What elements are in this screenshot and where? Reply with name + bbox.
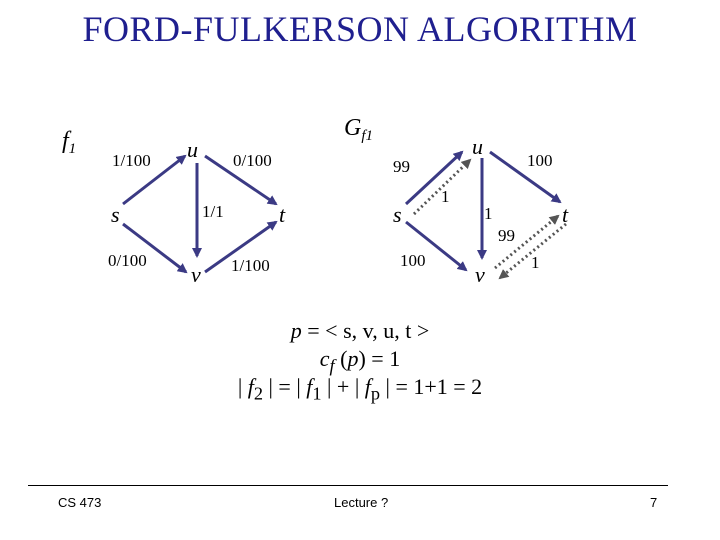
right-edge-u-t <box>489 150 562 204</box>
right-label-t-v: 1 <box>531 253 540 272</box>
left-node-t: t <box>279 202 286 227</box>
right-label-s-u: 99 <box>393 157 410 176</box>
right-label-v-t: 99 <box>498 226 515 245</box>
footer-page-number: 7 <box>650 495 658 510</box>
left-node-u: u <box>187 137 198 162</box>
right-edge-t-v-residual <box>498 222 567 280</box>
flow-value-formula: | f2 | = | f1 | + | fp | = 1+1 = 2 <box>237 374 483 404</box>
left-label-s-v: 0/100 <box>108 251 147 270</box>
left-node-s: s <box>111 202 120 227</box>
right-edge-s-u <box>404 150 464 206</box>
right-node-s: s <box>393 202 402 227</box>
footer-course: CS 473 <box>58 495 102 510</box>
capacity-formula: cf (p) = 1 <box>319 346 401 376</box>
left-graph-label: f1 <box>62 128 76 157</box>
right-label-u-v: 1 <box>484 204 493 223</box>
right-edge-s-v <box>405 220 468 272</box>
right-graph-label: Gf1 <box>344 115 373 144</box>
footer-divider <box>28 485 668 486</box>
left-label-s-u: 1/100 <box>112 151 151 170</box>
slide-title: FORD-FULKERSON ALGORITHM <box>82 9 638 49</box>
right-label-u-s: 1 <box>441 187 450 206</box>
left-edge-u-t <box>204 154 278 206</box>
footer-lecture: Lecture ? <box>334 495 389 510</box>
left-edge-v-t <box>204 220 278 274</box>
left-node-v: v <box>191 262 201 287</box>
left-edge-s-v <box>122 222 188 274</box>
left-label-v-t: 1/100 <box>231 256 270 275</box>
left-label-u-t: 0/100 <box>233 151 272 170</box>
right-node-u: u <box>472 134 483 159</box>
right-edge-v-t-residual <box>494 214 560 270</box>
right-node-t: t <box>562 202 569 227</box>
path-formula: p = < s, v, u, t > <box>290 318 430 343</box>
right-label-u-t: 100 <box>527 151 553 170</box>
right-label-s-v: 100 <box>400 251 426 270</box>
left-label-u-v: 1/1 <box>202 202 224 221</box>
right-node-v: v <box>475 262 485 287</box>
left-edge-s-u <box>122 154 187 206</box>
